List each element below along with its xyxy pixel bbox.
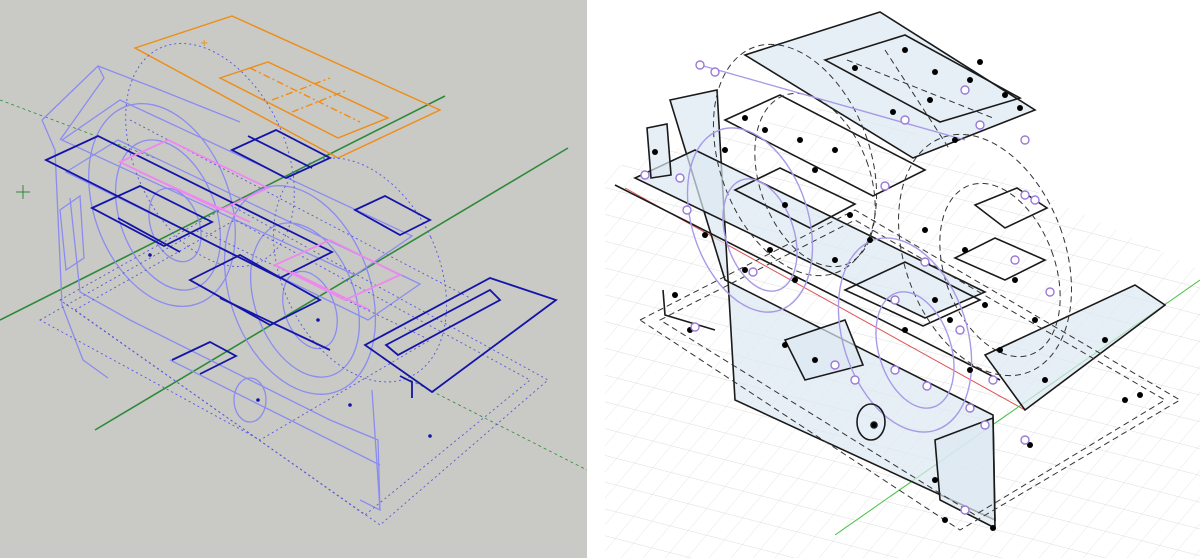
left-panel-cad-view: + (0, 0, 587, 558)
right-panel-sketch-view (605, 0, 1200, 558)
sketch-faces (633, 11, 1167, 530)
viewport-background (0, 0, 587, 558)
svg-text:+: + (200, 38, 208, 49)
sketch-markers (148, 253, 432, 438)
free-points (640, 60, 1055, 515)
sketch-wireframe (41, 64, 422, 512)
construction-dashed (639, 43, 1181, 531)
selected-geometry (43, 128, 558, 398)
constraint-points (652, 47, 1143, 531)
cad-wireframe-canvas: + (0, 0, 587, 558)
panel-divider (587, 0, 605, 558)
orange-reference-plane: + (133, 15, 442, 159)
sketch-curves (686, 64, 973, 433)
sketch-solver-canvas (605, 0, 1200, 558)
origin-crosshair (16, 185, 30, 199)
hole-feature (856, 403, 886, 441)
highlighted-region (117, 139, 403, 311)
